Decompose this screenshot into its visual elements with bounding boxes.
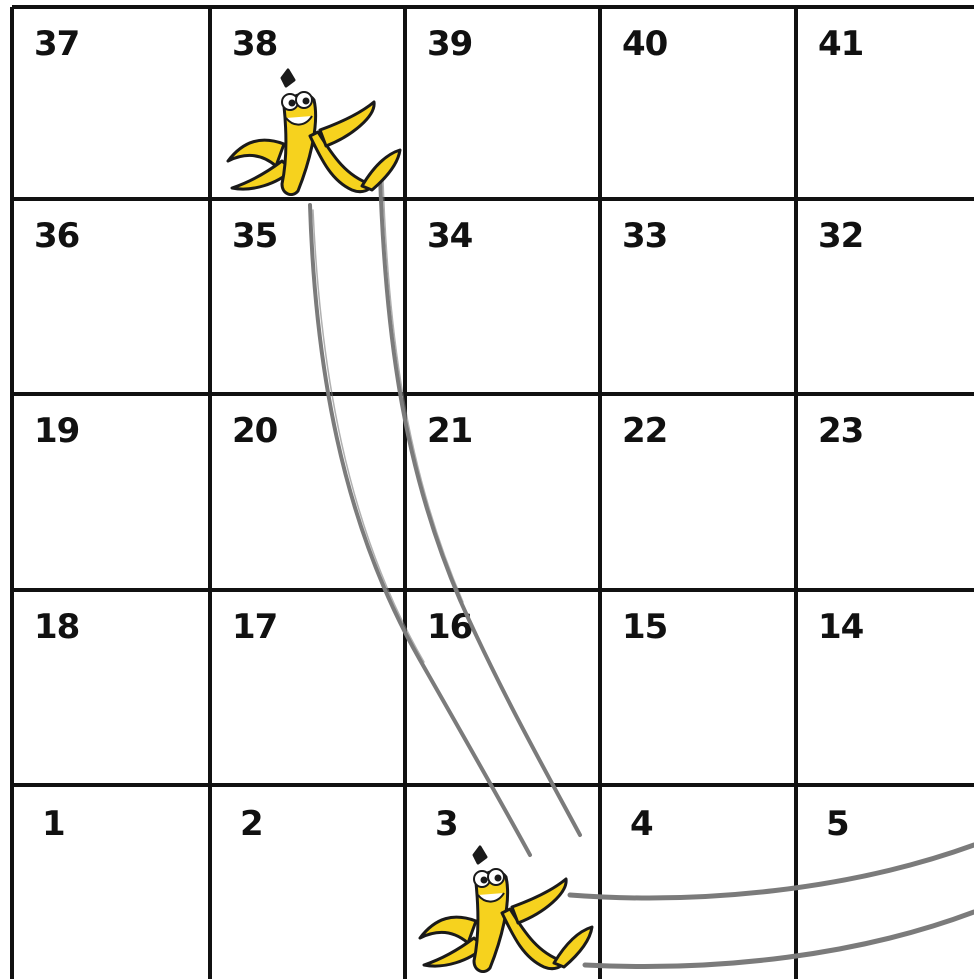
banana-peel-icon (222, 66, 412, 206)
board-square: 40 (600, 7, 796, 199)
square-number: 18 (34, 610, 79, 644)
board-square: 22 (600, 394, 796, 590)
board-square: 16 (405, 590, 600, 785)
square-number: 2 (240, 807, 263, 841)
square-number: 15 (622, 610, 667, 644)
board-square: 17 (210, 590, 405, 785)
board-square: 35 (210, 199, 405, 394)
square-number: 36 (34, 219, 79, 253)
board-square: 15 (600, 590, 796, 785)
board-square: 23 (796, 394, 974, 590)
square-number: 34 (427, 219, 472, 253)
square-number: 23 (818, 414, 863, 448)
square-number: 16 (427, 610, 472, 644)
square-number: 14 (818, 610, 863, 644)
board-square: 36 (12, 199, 210, 394)
square-number: 33 (622, 219, 667, 253)
board-square: 37 (12, 7, 210, 199)
board-square: 4 (600, 785, 796, 979)
board-square: 1 (12, 785, 210, 979)
square-number: 1 (42, 807, 65, 841)
board-square: 20 (210, 394, 405, 590)
square-number: 41 (818, 27, 863, 61)
board-square: 39 (405, 7, 600, 199)
board-square: 19 (12, 394, 210, 590)
board-square: 14 (796, 590, 974, 785)
board-square: 18 (12, 590, 210, 785)
square-number: 5 (826, 807, 849, 841)
square-number: 22 (622, 414, 667, 448)
square-number: 17 (232, 610, 277, 644)
board-square: 33 (600, 199, 796, 394)
square-number: 3 (435, 807, 458, 841)
board-square: 21 (405, 394, 600, 590)
square-number: 35 (232, 219, 277, 253)
square-number: 19 (34, 414, 79, 448)
square-number: 32 (818, 219, 863, 253)
square-number: 21 (427, 414, 472, 448)
board-square: 5 (796, 785, 974, 979)
square-number: 4 (630, 807, 653, 841)
board-square: 32 (796, 199, 974, 394)
banana-peel-icon (414, 843, 604, 979)
square-number: 37 (34, 27, 79, 61)
square-number: 40 (622, 27, 667, 61)
square-number: 39 (427, 27, 472, 61)
square-number: 38 (232, 27, 277, 61)
square-number: 20 (232, 414, 277, 448)
board-square: 2 (210, 785, 405, 979)
board-square: 34 (405, 199, 600, 394)
board-square: 41 (796, 7, 974, 199)
